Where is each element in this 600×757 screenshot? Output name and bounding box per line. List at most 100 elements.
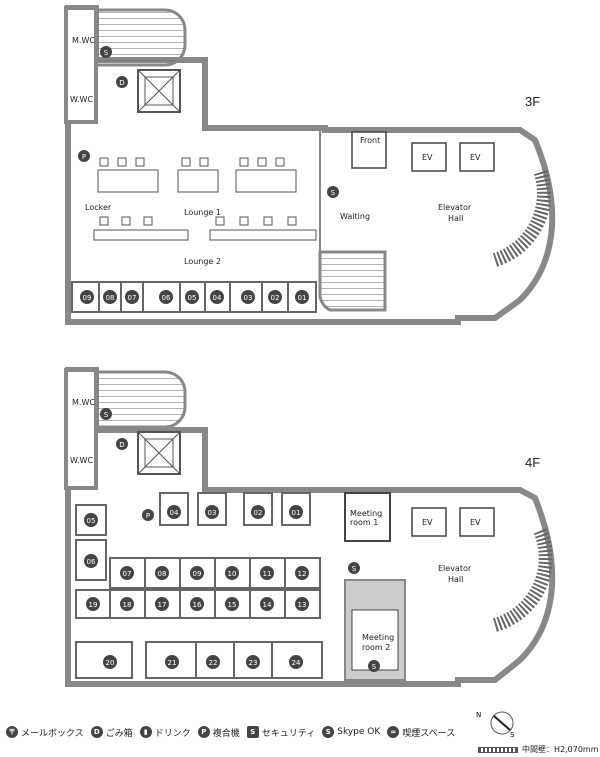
4f-meeting-room-1 xyxy=(344,492,391,542)
booth-4f-14: 14 xyxy=(260,597,274,611)
svg-text:23: 23 xyxy=(249,659,258,667)
svg-text:14: 14 xyxy=(263,601,272,609)
booth-4f-08: 08 xyxy=(155,566,169,580)
4f-trash-icon: D xyxy=(116,438,128,450)
mailbox-icon: 〒 xyxy=(6,726,18,738)
drink-icon: ▮ xyxy=(139,726,152,738)
booth-4f-23: 23 xyxy=(246,655,260,669)
3f-elevator-hall-label-1: Elevator xyxy=(438,203,472,212)
booth-4f-18: 18 xyxy=(120,597,134,611)
booth-4f-03: 03 xyxy=(205,505,219,519)
4f-elevator-hall-label-2: Hall xyxy=(448,575,463,584)
svg-text:04: 04 xyxy=(213,294,222,302)
3f-trash-icon: D xyxy=(116,76,128,88)
3f-waiting-label: Waiting xyxy=(340,212,370,221)
printer-icon: P xyxy=(197,726,210,738)
3f-lounge2-label: Lounge 2 xyxy=(184,257,221,266)
4f-wwc-label: W.WC xyxy=(70,456,93,465)
svg-text:21: 21 xyxy=(168,659,177,667)
booth-4f-09: 09 xyxy=(190,566,204,580)
svg-text:D: D xyxy=(119,441,124,449)
booth-4f-04: 04 xyxy=(167,505,181,519)
booth-4f-12: 12 xyxy=(295,566,309,580)
4f-ev-label-2: EV xyxy=(470,518,481,527)
4f-booths: 04 03 02 01 05 06 07 08 09 10 11 12 19 1… xyxy=(84,505,309,669)
4f-meeting2-label-1: Meeting xyxy=(362,633,394,642)
booth-4f-06: 06 xyxy=(84,554,98,568)
floor-label-3f: 3F xyxy=(525,94,540,109)
svg-text:11: 11 xyxy=(263,570,272,578)
3f-ev-1 xyxy=(411,142,447,172)
booth-3f-04: 04 xyxy=(210,290,224,304)
3f-elevator-hall-label-2: Hall xyxy=(448,214,463,223)
4f-ev-1 xyxy=(411,507,447,537)
svg-text:16: 16 xyxy=(193,601,202,609)
svg-text:07: 07 xyxy=(123,570,132,578)
3f-security-icon-2: S xyxy=(100,46,112,58)
svg-text:02: 02 xyxy=(271,294,280,302)
security-icon: S xyxy=(246,726,259,738)
4f-mwc-label: M.WC xyxy=(72,398,95,407)
svg-text:08: 08 xyxy=(158,570,167,578)
4f-meeting1-label-2: room 1 xyxy=(350,518,378,527)
svg-text:13: 13 xyxy=(298,601,307,609)
partition-wall-icon xyxy=(478,746,518,753)
3f-front-room xyxy=(351,131,387,169)
svg-text:18: 18 xyxy=(123,601,132,609)
booth-4f-01: 01 xyxy=(289,505,303,519)
booth-4f-17: 17 xyxy=(155,597,169,611)
compass-icon: N S xyxy=(476,711,515,738)
svg-text:S: S xyxy=(510,731,515,738)
svg-text:19: 19 xyxy=(89,601,98,609)
svg-text:04: 04 xyxy=(170,509,179,517)
svg-text:07: 07 xyxy=(128,294,137,302)
4f-stairs-top xyxy=(94,370,187,429)
trash-icon: D xyxy=(90,726,103,738)
3f-security-icon: S xyxy=(327,186,339,198)
booth-3f-08: 08 xyxy=(103,290,117,304)
3f-stairs-lower xyxy=(318,250,387,312)
booth-3f-06: 06 xyxy=(159,290,173,304)
floor-3f xyxy=(64,5,556,325)
3f-lounge1-label: Lounge 1 xyxy=(184,208,221,217)
3f-wwc-label: W.WC xyxy=(70,95,93,104)
svg-text:06: 06 xyxy=(162,294,171,302)
booth-4f-16: 16 xyxy=(190,597,204,611)
skype-icon: S xyxy=(322,726,335,738)
booth-4f-13: 13 xyxy=(295,597,309,611)
wall-note: 中間壁：H2,070mm xyxy=(478,744,599,755)
svg-text:08: 08 xyxy=(106,294,115,302)
4f-ev-2 xyxy=(459,507,495,537)
svg-text:P: P xyxy=(82,153,86,161)
legend-mailbox: 〒メールボックス xyxy=(6,726,84,739)
4f-elevator-hall-label-1: Elevator xyxy=(438,564,472,573)
svg-text:17: 17 xyxy=(158,601,167,609)
floor-label-4f: 4F xyxy=(525,455,540,470)
booth-4f-02: 02 xyxy=(251,505,265,519)
4f-ev-label-1: EV xyxy=(422,518,433,527)
4f-meeting1-label-1: Meeting xyxy=(350,509,382,518)
booth-3f-05: 05 xyxy=(185,290,199,304)
svg-text:01: 01 xyxy=(298,294,307,302)
svg-text:01: 01 xyxy=(292,509,301,517)
svg-text:S: S xyxy=(372,663,377,671)
booth-4f-22: 22 xyxy=(206,655,220,669)
svg-text:24: 24 xyxy=(292,659,301,667)
3f-stairs-top xyxy=(94,8,187,67)
3f-front-label: Front xyxy=(360,136,380,145)
4f-security-icon: S xyxy=(348,562,360,574)
svg-text:12: 12 xyxy=(298,570,307,578)
svg-text:S: S xyxy=(331,189,336,197)
svg-text:S: S xyxy=(104,49,109,57)
svg-text:09: 09 xyxy=(83,294,92,302)
floor-4f xyxy=(64,367,556,687)
3f-printer-icon: P xyxy=(78,150,90,162)
svg-text:05: 05 xyxy=(188,294,197,302)
3f-ev-label-2: EV xyxy=(470,153,481,162)
3f-ev-label-1: EV xyxy=(422,153,433,162)
